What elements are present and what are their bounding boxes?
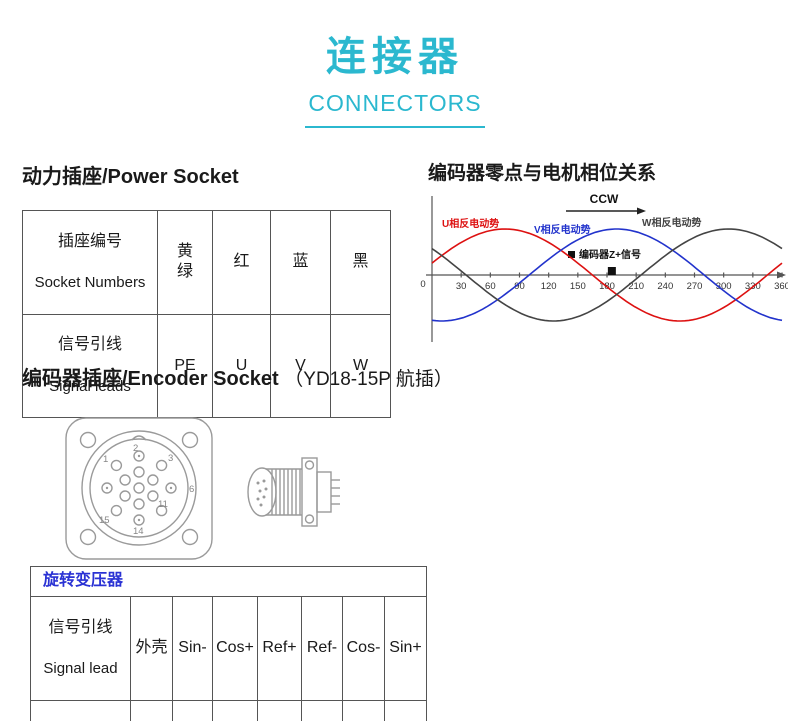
svg-text:300: 300 <box>716 281 732 292</box>
cell-colour: 黑 <box>342 699 385 721</box>
encoder-connector-side-view <box>247 457 340 527</box>
pin-label-2: 2 <box>133 443 138 454</box>
power-socket-heading: 动力插座/Power Socket <box>22 166 239 188</box>
row-label-cn: 信号引线 <box>48 618 113 636</box>
z-signal-glyph <box>568 251 575 258</box>
svg-text:210: 210 <box>628 281 644 292</box>
svg-text:30: 30 <box>456 281 467 292</box>
cell-colour: 黄 <box>257 699 302 721</box>
resolver-table: 旋转变压器 信号引线 Signal lead 外壳 Sin- Cos+ Ref+… <box>29 566 428 721</box>
table-row: 插座编号 Socket Numbers 黄 绿 红 蓝 黑 <box>22 210 391 315</box>
pin-dot <box>259 503 263 507</box>
cell-signal-lead: V <box>270 313 331 419</box>
page-header: 连接器 CONNECTORS <box>0 24 790 128</box>
cell-colour: 白 <box>301 699 343 721</box>
page-title: 连接器 <box>326 35 464 79</box>
page-subtitle: CONNECTORS <box>308 90 482 116</box>
origin-label: 0 <box>420 279 425 290</box>
cell-signal: Sin- <box>172 596 213 701</box>
row-header-signal-lead: 信号引线 Signal lead <box>30 596 131 701</box>
encoder-socket-heading: 编码器插座/Encoder Socket （YD18-15P 航插） <box>22 362 453 391</box>
cell-signal: Sin+ <box>383 596 428 701</box>
pin-dot <box>169 486 173 490</box>
connector-front-lineart <box>65 417 213 560</box>
phase-chart-heading: 编码器零点与电机相位关系 <box>428 163 657 184</box>
pin-label-11: 11 <box>158 499 168 510</box>
pin-dot <box>264 487 268 491</box>
cell-signal: Ref+ <box>257 596 302 701</box>
pin-label-14: 14 <box>133 526 144 537</box>
z-signal-label: 编码器Z+信号 <box>579 248 641 261</box>
svg-text:360: 360 <box>774 281 788 292</box>
svg-text:60: 60 <box>485 281 496 292</box>
power-socket-table: 插座编号 Socket Numbers 黄 绿 红 蓝 黑 信号引线 Signa… <box>22 210 391 419</box>
pin-dot <box>262 495 266 499</box>
cell-signal-lead: W <box>330 313 391 419</box>
pin-dot <box>137 454 141 458</box>
phase-relation-chart: 0 CCW U相反电动势 V相反电动势 W相反电动势 编码器Z+信号 30 60 9… <box>420 192 788 342</box>
cell-signal: Cos- <box>342 596 385 701</box>
cell-wire-color: 黑 <box>330 210 391 315</box>
row-header-colour: 颜色 colour <box>30 699 131 721</box>
row-label-en: Signal lead <box>43 660 118 678</box>
title-underline <box>305 126 485 128</box>
ccw-arrowhead <box>637 207 646 215</box>
cell-signal: Cos+ <box>212 596 258 701</box>
table-row: 旋转变压器 <box>29 566 428 597</box>
row-label-cn: 插座编号 <box>57 232 122 250</box>
cell-signal: Ref- <box>301 596 343 701</box>
cell-colour: 绿 <box>383 699 428 721</box>
encoder-heading-note: （YD18-15P 航插） <box>284 369 453 390</box>
svg-text:90: 90 <box>514 281 525 292</box>
cell-wire-color: 黄 绿 <box>157 210 213 315</box>
cell-signal-lead: PE <box>157 313 213 419</box>
row-label-cn: 信号引线 <box>57 336 122 354</box>
pin-dot <box>256 481 260 485</box>
pin-dot <box>256 497 260 501</box>
encoder-heading-main: 编码器插座/Encoder Socket <box>22 368 279 390</box>
pin-label-15: 15 <box>99 515 110 526</box>
table-row: 信号引线 Signal lead 外壳 Sin- Cos+ Ref+ Ref- … <box>30 596 428 701</box>
cell-signal: 外壳 <box>130 596 173 701</box>
pin-dot <box>105 486 109 490</box>
table-row: 颜色 colour 屏蔽 蓝 红 黄 白 黑 绿 <box>30 699 428 721</box>
pin-label-1: 1 <box>103 454 108 465</box>
cell-wire-color: 红 <box>212 210 271 315</box>
series-w-label: W相反电动势 <box>642 216 701 229</box>
series-u-label: U相反电动势 <box>442 217 499 230</box>
pin-dot <box>258 489 262 493</box>
cell-colour: 屏蔽 <box>130 699 173 721</box>
cell-wire-color: 蓝 <box>270 210 331 315</box>
pin-label-6: 6 <box>189 484 194 495</box>
svg-text:120: 120 <box>541 281 557 292</box>
cell-colour: 蓝 <box>172 699 213 721</box>
row-label-en: Socket Numbers <box>34 274 146 292</box>
encoder-connector-front-view: 1 2 3 6 11 15 14 <box>65 417 213 560</box>
row-header-socket-numbers: 插座编号 Socket Numbers <box>22 210 158 315</box>
svg-text:270: 270 <box>687 281 703 292</box>
svg-text:240: 240 <box>657 281 673 292</box>
row-label-en: Signal leads <box>49 378 131 396</box>
svg-text:150: 150 <box>570 281 586 292</box>
connector-side-lineart <box>247 457 340 527</box>
pin-label-3: 3 <box>168 453 173 464</box>
pin-dot <box>262 479 266 483</box>
series-v-label: V相反电动势 <box>534 223 591 236</box>
resolver-table-title: 旋转变压器 <box>29 566 428 597</box>
pin-dot <box>137 518 141 522</box>
ccw-label: CCW <box>590 192 619 206</box>
cell-colour: 红 <box>212 699 258 721</box>
